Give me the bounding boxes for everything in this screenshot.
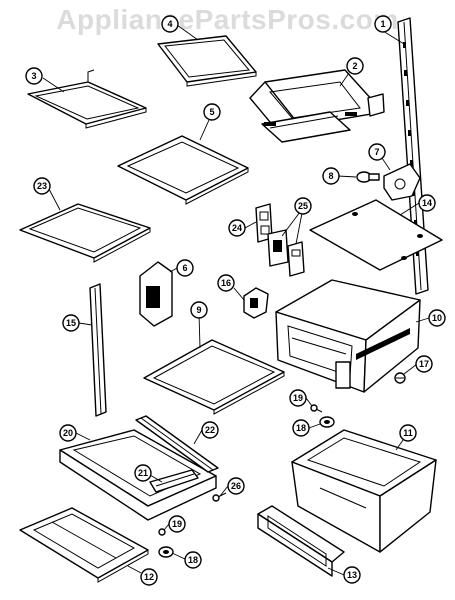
callout-12-label: 12 bbox=[144, 572, 154, 582]
part-18-grommet-upper bbox=[319, 416, 335, 428]
callout-4-label: 4 bbox=[167, 19, 172, 29]
callout-16-label: 16 bbox=[221, 278, 231, 288]
callout-9-label: 9 bbox=[196, 305, 201, 315]
callout-19-lower: 19 bbox=[168, 515, 186, 533]
callout-19-upper: 19 bbox=[289, 389, 307, 407]
part-2-shelf-assembly bbox=[249, 69, 385, 143]
callout-9: 9 bbox=[190, 301, 208, 319]
callout-23: 23 bbox=[33, 177, 51, 195]
part-14-panel bbox=[309, 199, 443, 271]
callout-1: 1 bbox=[374, 15, 392, 33]
callout-15-label: 15 bbox=[66, 318, 76, 328]
callout-18-upper-label: 18 bbox=[296, 423, 306, 433]
callout-20: 20 bbox=[59, 424, 77, 442]
callout-16: 16 bbox=[217, 274, 235, 292]
callout-18-upper: 18 bbox=[292, 419, 310, 437]
callout-8-label: 8 bbox=[328, 171, 333, 181]
callout-18-lower-label: 18 bbox=[188, 555, 198, 565]
callout-10-label: 10 bbox=[432, 313, 442, 323]
callout-19-upper-label: 19 bbox=[293, 393, 303, 403]
callout-25: 25 bbox=[294, 197, 312, 215]
part-16-bracket bbox=[243, 287, 269, 319]
callout-5: 5 bbox=[203, 103, 221, 121]
part-25-control bbox=[267, 229, 305, 277]
callout-23-label: 23 bbox=[37, 181, 47, 191]
part-4-shelf bbox=[157, 35, 257, 87]
part-18-grommet-lower bbox=[158, 546, 174, 558]
part-19-screw-upper bbox=[310, 404, 323, 413]
part-7-bracket bbox=[383, 163, 421, 201]
leader-lines bbox=[42, 24, 430, 576]
callout-26-label: 26 bbox=[231, 481, 241, 491]
callout-22-label: 22 bbox=[205, 425, 215, 435]
callout-5-label: 5 bbox=[209, 107, 214, 117]
callout-7: 7 bbox=[368, 143, 386, 161]
callout-4: 4 bbox=[161, 15, 179, 33]
callout-19-lower-label: 19 bbox=[172, 519, 182, 529]
callout-2-label: 2 bbox=[352, 61, 357, 71]
callout-17-label: 17 bbox=[419, 359, 429, 369]
callout-11-label: 11 bbox=[403, 428, 413, 438]
callout-22: 22 bbox=[201, 421, 219, 439]
part-8-knob bbox=[356, 171, 380, 183]
callout-14: 14 bbox=[418, 194, 436, 212]
callout-24: 24 bbox=[228, 219, 246, 237]
callout-14-label: 14 bbox=[422, 198, 432, 208]
part-22-rail bbox=[135, 415, 219, 473]
callout-6-label: 6 bbox=[182, 263, 187, 273]
part-23-shelf bbox=[19, 203, 151, 263]
callout-12: 12 bbox=[140, 568, 158, 586]
callout-13-label: 13 bbox=[347, 570, 357, 580]
part-3-shelf bbox=[27, 69, 147, 129]
part-11-drawer bbox=[291, 429, 437, 553]
part-5-shelf bbox=[117, 135, 249, 205]
callout-7-label: 7 bbox=[374, 147, 379, 157]
callout-6: 6 bbox=[176, 259, 194, 277]
callout-2: 2 bbox=[346, 57, 364, 75]
callout-26: 26 bbox=[227, 477, 245, 495]
callout-18-lower: 18 bbox=[184, 551, 202, 569]
callout-24-label: 24 bbox=[232, 223, 242, 233]
part-6-cover bbox=[139, 261, 173, 327]
callout-10: 10 bbox=[428, 309, 446, 327]
part-1-rail bbox=[397, 17, 429, 295]
callout-25-label: 25 bbox=[298, 201, 308, 211]
part-15-rail bbox=[89, 283, 107, 417]
part-13-front bbox=[257, 505, 345, 577]
callout-1-label: 1 bbox=[380, 19, 385, 29]
callout-3-label: 3 bbox=[31, 71, 36, 81]
callout-15: 15 bbox=[62, 314, 80, 332]
callout-13: 13 bbox=[343, 566, 361, 584]
callout-11: 11 bbox=[399, 424, 417, 442]
part-10-pan bbox=[275, 279, 421, 393]
callout-21-label: 21 bbox=[138, 468, 148, 478]
callout-8: 8 bbox=[322, 167, 340, 185]
part-12-lid bbox=[19, 507, 149, 583]
part-17-screw bbox=[394, 372, 406, 384]
callout-3: 3 bbox=[25, 67, 43, 85]
callout-20-label: 20 bbox=[63, 428, 73, 438]
callout-21: 21 bbox=[134, 464, 152, 482]
part-26-screw bbox=[212, 492, 227, 502]
part-9-shelf bbox=[143, 339, 285, 415]
callout-17: 17 bbox=[415, 355, 433, 373]
part-21-insert bbox=[149, 469, 199, 493]
part-19-screw-lower bbox=[158, 528, 166, 536]
